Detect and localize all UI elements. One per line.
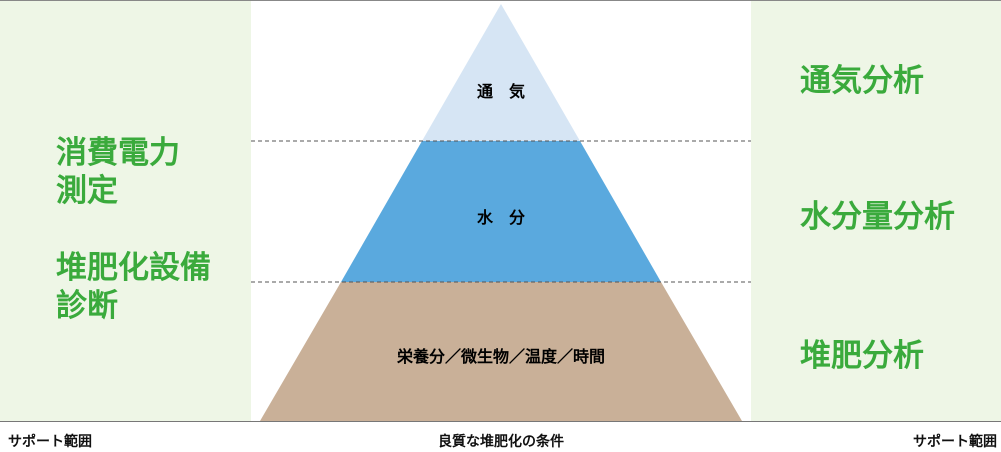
facility-diagnosis-text: 堆肥化設備 診断 <box>56 250 211 324</box>
composting-facility-diagnosis-label: 堆肥化設備 診断 <box>56 249 211 325</box>
power-measurement-text: 消費電力 測定 <box>56 135 180 209</box>
aeration-analysis-label: 通気分析 <box>800 63 924 99</box>
top-border <box>0 0 1001 1</box>
conditions-caption: 良質な堆肥化の条件 <box>438 434 564 450</box>
tier-water-shape <box>341 141 661 282</box>
tier-nutrients-shape <box>260 282 742 421</box>
left-support-range-caption: サポート範囲 <box>8 434 92 450</box>
moisture-analysis-label: 水分量分析 <box>800 199 955 235</box>
tier-air-shape <box>422 4 580 141</box>
right-support-range-caption: サポート範囲 <box>913 434 997 450</box>
left-support-panel <box>0 1 251 421</box>
power-measurement-label: 消費電力 測定 <box>56 134 180 210</box>
right-support-panel <box>751 1 1001 421</box>
tier-air-label: 通 気 <box>476 82 526 101</box>
compost-analysis-label: 堆肥分析 <box>800 338 924 374</box>
tier-water-label: 水 分 <box>476 208 526 227</box>
base-line <box>0 421 1001 422</box>
tier-nutrients-label: 栄養分／微生物／温度／時間 <box>396 347 606 366</box>
